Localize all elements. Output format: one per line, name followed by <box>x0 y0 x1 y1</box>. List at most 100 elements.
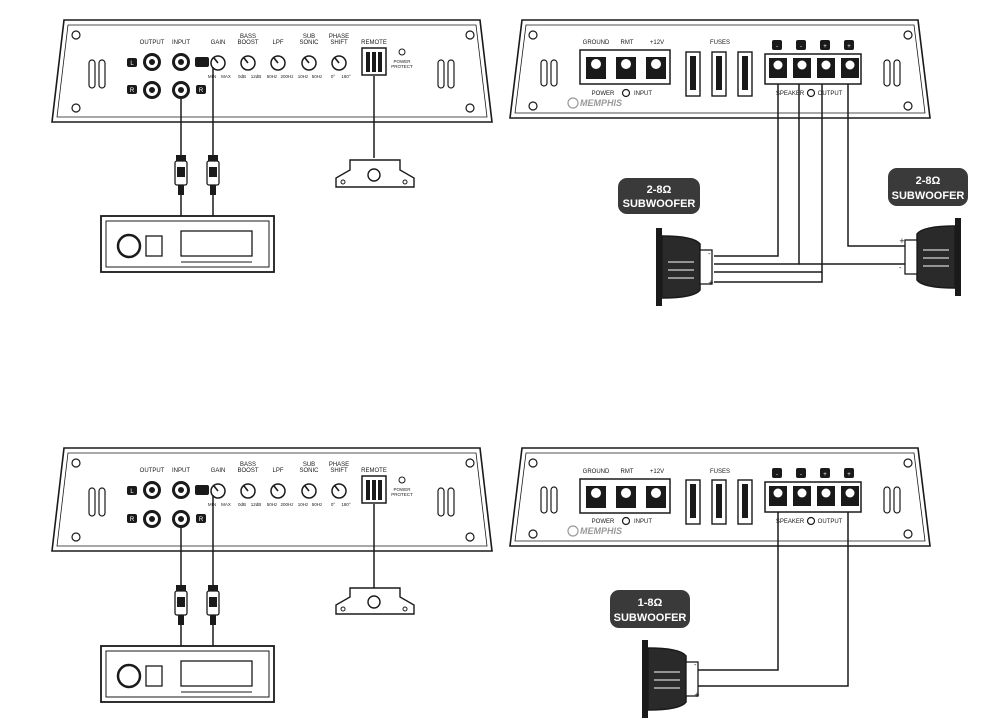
sub-min: 10Hz <box>298 502 309 507</box>
power-terminal-block <box>579 49 671 85</box>
bottom-rca-cables <box>180 495 214 646</box>
rca-output-l-jack <box>143 53 161 71</box>
sub-sonic-label-2: SONIC <box>299 40 319 46</box>
gain-min: MIN <box>208 502 216 507</box>
plus-mark-2: + <box>847 472 851 478</box>
bass-boost-label-2: BOOST <box>237 468 258 474</box>
sub-left-ohms: 2-8Ω <box>647 184 672 196</box>
sub-max: 50Hz <box>312 74 323 79</box>
rmt-label: RMT <box>621 469 634 475</box>
top-head-unit <box>100 215 275 273</box>
sub-sonic-label: SUB <box>303 462 315 468</box>
speaker-polarity-badges: - - + + <box>772 40 854 50</box>
channel-r-badge-2: R <box>199 517 204 523</box>
svg-text:L: L <box>130 61 134 67</box>
top-power-amp-panel: GROUND RMT +12V POWER INPUT FUSES - - + … <box>509 19 931 119</box>
plus-mark-2: + <box>847 44 851 50</box>
ground-label: GROUND <box>583 469 610 475</box>
rmt-label: RMT <box>621 40 634 46</box>
top-rca-cables <box>180 67 214 155</box>
phase-min: 0° <box>331 502 336 507</box>
rca-output-r-jack <box>143 81 161 99</box>
bottom-rca-plugs <box>174 585 220 625</box>
bottom-sub-badge: 1-8Ω SUBWOOFER <box>610 590 690 628</box>
input-label: INPUT <box>172 468 190 474</box>
sub-right-plus: + <box>899 237 905 245</box>
bass-boost-label: BASS <box>240 34 256 40</box>
bass-max: 12dB <box>251 502 262 507</box>
channel-r-badge: R <box>127 85 137 94</box>
sub-right-label: SUBWOOFER <box>892 190 965 202</box>
sub-sonic-label: SUB <box>303 34 315 40</box>
top-rca-plugs <box>174 155 220 195</box>
speaker-terminal-block <box>764 53 862 85</box>
speaker-label: SPEAKER <box>776 519 805 525</box>
power-led-label: POWER <box>592 91 615 97</box>
rca-jacks <box>143 481 190 528</box>
top-subwoofer-left: - + <box>656 228 714 306</box>
top-input-amp-panel: OUTPUT INPUT L R R GAIN BASS BOOST LPF S… <box>51 19 493 123</box>
sub-single-ohms: 1-8Ω <box>638 597 663 609</box>
bottom-head-unit <box>100 645 275 703</box>
vent-slots <box>88 59 455 89</box>
remote-label: REMOTE <box>361 40 387 46</box>
bottom-power-amp-panel: GROUND RMT +12V POWER INPUT FUSES - - + … <box>509 447 931 547</box>
top-sub-badge-right: 2-8Ω SUBWOOFER <box>888 168 968 206</box>
bass-min: 0dB <box>238 502 246 507</box>
gain-max: MAX <box>221 502 231 507</box>
sub-left-plus: + <box>708 279 714 287</box>
power-protect-label: POWER <box>393 487 411 492</box>
minus-mark: - <box>776 44 778 50</box>
power-led <box>621 88 631 98</box>
plus12-label: +12V <box>650 469 664 475</box>
channel-r-badge-2: R <box>196 85 206 94</box>
memphis-logo-icon <box>567 97 579 109</box>
phase-shift-label-2: SHIFT <box>330 468 348 474</box>
bottom-speaker-wires <box>698 512 849 687</box>
gain-min: MIN <box>208 74 216 79</box>
gain-label: GAIN <box>211 468 226 474</box>
ground-label: GROUND <box>583 40 610 46</box>
plus-mark: + <box>823 44 827 50</box>
sub-left-minus: - <box>708 250 711 258</box>
phase-max: 180° <box>341 502 351 507</box>
minus-mark: - <box>776 472 778 478</box>
input-led-label: INPUT <box>634 519 652 525</box>
speaker-label: SPEAKER <box>776 91 805 97</box>
rca-input-r-jack <box>172 81 190 99</box>
power-protect-label: POWER <box>393 59 411 64</box>
sub-single-plus: + <box>694 691 700 699</box>
lpf-min: 50Hz <box>267 74 278 79</box>
bottom-subwoofer: - + <box>642 640 700 718</box>
svg-text:R: R <box>199 88 204 94</box>
top-speaker-wires <box>714 84 916 283</box>
rca-input-l-jack <box>172 53 190 71</box>
bottom-input-amp-panel: OUTPUT INPUT L R R GAIN BASS BOOST LPF S… <box>51 447 493 552</box>
brand-logo: MEMPHIS <box>580 98 622 108</box>
channel-l-badge: L <box>127 58 137 67</box>
sub-sonic-label-2: SONIC <box>299 468 319 474</box>
phase-shift-label-2: SHIFT <box>330 40 348 46</box>
fuses-label: FUSES <box>710 469 730 475</box>
phase-max: 180° <box>341 74 351 79</box>
output-label: OUTPUT <box>140 40 165 46</box>
minus-mark-2: - <box>800 44 802 50</box>
phase-shift-label: PHASE <box>329 34 349 40</box>
power-protect-led <box>398 48 406 56</box>
plus-mark: + <box>823 472 827 478</box>
channel-r-badge: R <box>130 517 135 523</box>
minus-mark-2: - <box>800 472 802 478</box>
svg-text:R: R <box>130 88 135 94</box>
plus12-label: +12V <box>650 40 664 46</box>
output-speaker-label: OUTPUT <box>818 519 843 525</box>
lpf-label: LPF <box>272 40 283 46</box>
power-protect-label-2: PROTECT <box>391 64 413 69</box>
bottom-remote-knob-unit <box>335 587 415 615</box>
power-protect-label-2: PROTECT <box>391 492 413 497</box>
output-speaker-label: OUTPUT <box>818 91 843 97</box>
memphis-logo-icon <box>567 525 579 537</box>
bass-boost-label-2: BOOST <box>237 40 258 46</box>
rca-plug-head <box>195 57 209 67</box>
fuses-label: FUSES <box>710 40 730 46</box>
gain-max: MAX <box>221 74 231 79</box>
